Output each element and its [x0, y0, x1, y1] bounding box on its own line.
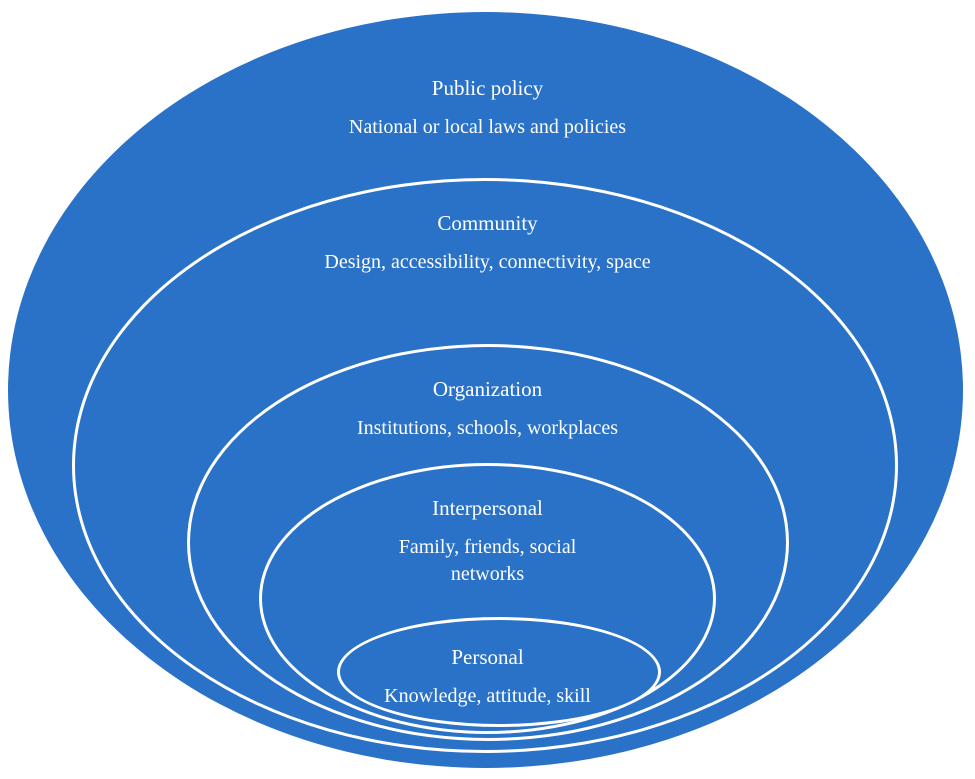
ellipse-personal: [337, 617, 661, 727]
